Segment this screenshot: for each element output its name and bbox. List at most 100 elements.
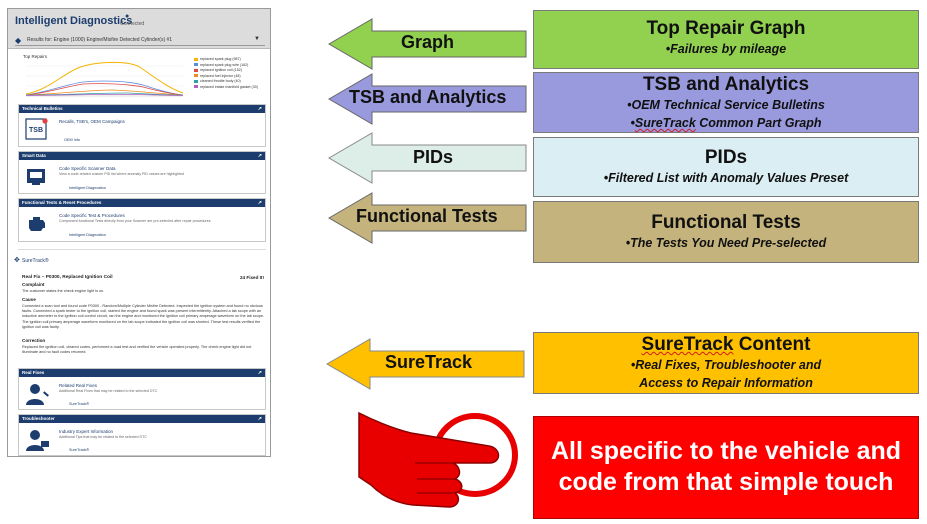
arrow-tsb (328, 73, 527, 125)
box-subtitle-2: Access to Repair Information (639, 376, 813, 390)
legend-label: replaced spark plug wire (162) (200, 62, 249, 67)
card-real-fixes[interactable]: Real Fixes ↗ Related Real Fixes Additiona… (18, 368, 266, 410)
box-subtitle: •Filtered List with Anomaly Values Prese… (603, 171, 849, 185)
svg-text:TSB: TSB (29, 127, 43, 134)
external-link-icon[interactable]: ↗ (257, 416, 262, 422)
legend-item: replaced intake manifold gasket (30) (194, 84, 270, 91)
box-title: Top Repair Graph (646, 18, 806, 39)
card-link[interactable]: SureTrack® (69, 448, 90, 452)
legend-swatch (194, 68, 198, 72)
summary-line-1: All specific to the vehicle and (550, 437, 902, 465)
correction-label: Correction (22, 338, 46, 343)
connection-status: Connected (120, 21, 145, 27)
app-header: Intelligent Diagnostics ● Connected ◆ Re… (8, 9, 270, 49)
card-line: Code Specific Scanner Data (59, 166, 116, 171)
external-link-icon[interactable]: ↗ (257, 153, 262, 159)
external-link-icon[interactable]: ↗ (257, 200, 262, 206)
legend-swatch (194, 57, 198, 61)
arrow-label-graph: Graph (401, 32, 455, 52)
fixed-it-count[interactable]: 24 Fixed It! (240, 275, 264, 280)
graph-lines (25, 61, 184, 97)
graph-legend: replaced spark plug (987)replaced spark … (194, 57, 270, 91)
arrow-shape (326, 338, 525, 390)
card-smart-data[interactable]: Smart Data ↗ Code Specific Scanner Data V… (18, 151, 266, 194)
box-suretrack-content: SureTrack Content •Real Fixes, Troublesh… (533, 332, 919, 394)
card-line: Industry Expert Information (59, 429, 114, 434)
summary-line-2: code from that simple touch (558, 468, 894, 496)
card-link[interactable]: Intelligent Diagnostics (69, 186, 106, 190)
arrow-pids (328, 132, 527, 184)
box-subtitle: •Failures by mileage (665, 42, 787, 56)
app-title: Intelligent Diagnostics (15, 15, 133, 27)
box-top-repair-graph: Top Repair Graph •Failures by mileage (533, 10, 919, 69)
card-line: Code Specific Test & Procedures (59, 213, 125, 218)
legend-label: replaced intake manifold gasket (30) (200, 84, 258, 89)
card-description: Additional Real Fixes that may be relate… (59, 389, 158, 393)
series-line-fuel-injector (25, 89, 184, 96)
car-icon: ◆ (15, 36, 22, 45)
legend-label: replaced fuel injector (48) (200, 73, 241, 78)
box-functional-tests: Functional Tests •The Tests You Need Pre… (533, 201, 919, 263)
card-description: Component functional Tests directly from… (59, 219, 211, 223)
brand-name: SureTrack (641, 334, 734, 355)
correction-text: Replaced the ignition coil, cleared code… (22, 345, 252, 355)
legend-label: replaced ignition coil (152) (200, 68, 242, 72)
top-repairs-graph[interactable]: Top Repairs replaced spark plug (987)rep… (18, 54, 268, 100)
card-link[interactable]: OEM Info (64, 138, 81, 142)
arrow-functional-tests (328, 192, 527, 244)
card-line: Related Real Fixes (59, 383, 98, 388)
box-title: PIDs (704, 147, 748, 168)
external-link-icon[interactable]: ↗ (257, 370, 262, 376)
suretrack-logo-icon: ✥ (14, 257, 20, 264)
legend-swatch (194, 74, 198, 78)
card-technical-bulletins[interactable]: Technical Bulletins ↗ TSB Recalls, TSB's,… (18, 104, 266, 147)
box-subtitle: •OEM Technical Service Bulletins (627, 98, 825, 112)
tsb-icon: TSB (25, 118, 48, 140)
suretrack-logo: SureTrack® (22, 258, 49, 264)
box-subtitle-2: •SureTrack Common Part Graph (630, 116, 822, 130)
results-line[interactable]: Results for: Engine (1000) Engine/Misfir… (15, 35, 265, 46)
card-description: Additional Tips that may be related to t… (59, 435, 147, 439)
summary-callout: All specific to the vehicle and code fro… (533, 416, 919, 519)
cause-label: Cause (22, 297, 36, 302)
real-fix-title: Real Fix – P0300, Replaced Ignition Coil (22, 275, 113, 280)
arrow-label-pids: PIDs (413, 147, 454, 167)
pointing-hand-icon (358, 411, 518, 508)
box-title: Functional Tests (651, 212, 801, 233)
chevron-down-icon[interactable]: ▼ (254, 36, 260, 42)
card-header: Smart Data (22, 153, 46, 158)
arrow-shape (328, 192, 527, 244)
card-header: Technical Bulletins (22, 106, 63, 111)
card-description: View a code-related custom PID list wher… (59, 172, 184, 176)
legend-swatch (194, 63, 198, 67)
box-tsb-analytics: TSB and Analytics •OEM Technical Service… (533, 72, 919, 133)
card-header: Functional Tests & Reset Procedures (22, 200, 102, 205)
card-header: Real Fixes (22, 370, 45, 375)
cause-text: Connected a scan tool and found code P03… (22, 304, 265, 329)
box-pids: PIDs •Filtered List with Anomaly Values … (533, 137, 919, 197)
box-title: SureTrack Content (641, 334, 811, 355)
legend-swatch (194, 79, 198, 83)
series-line-plug-wire (25, 80, 184, 96)
card-troubleshooter[interactable]: Troubleshooter↗ Industry Expert Informat… (18, 414, 266, 456)
series-line-spark-plug (25, 61, 184, 95)
card-link[interactable]: SureTrack® (69, 402, 90, 406)
card-link[interactable]: Intelligent Diagnostics (69, 233, 106, 237)
legend-swatch (194, 85, 198, 89)
arrow-label-suretrack: SureTrack (385, 352, 473, 372)
arrow-shape (328, 18, 527, 70)
engine-icon (29, 217, 45, 231)
card-functional-tests[interactable]: Functional Tests & Reset Procedures ↗ Cod… (18, 198, 266, 242)
external-link-icon[interactable]: ↗ (257, 106, 262, 112)
card-line: Recalls, TSB's, OEM Campaigns (59, 119, 125, 124)
complaint-text: The customer states the check engine lig… (22, 289, 105, 293)
arrow-label-functional-tests: Functional Tests (356, 206, 498, 226)
series-line-intake-gasket (25, 94, 184, 96)
arrow-shape (328, 132, 527, 184)
scanner-data-icon (27, 169, 45, 185)
box-title: TSB and Analytics (642, 74, 810, 95)
divider (18, 249, 266, 250)
brand-name: SureTrack (634, 116, 696, 130)
legend-item: replaced spark plug (987) (194, 57, 270, 63)
graph-title: Top Repairs (23, 54, 48, 59)
